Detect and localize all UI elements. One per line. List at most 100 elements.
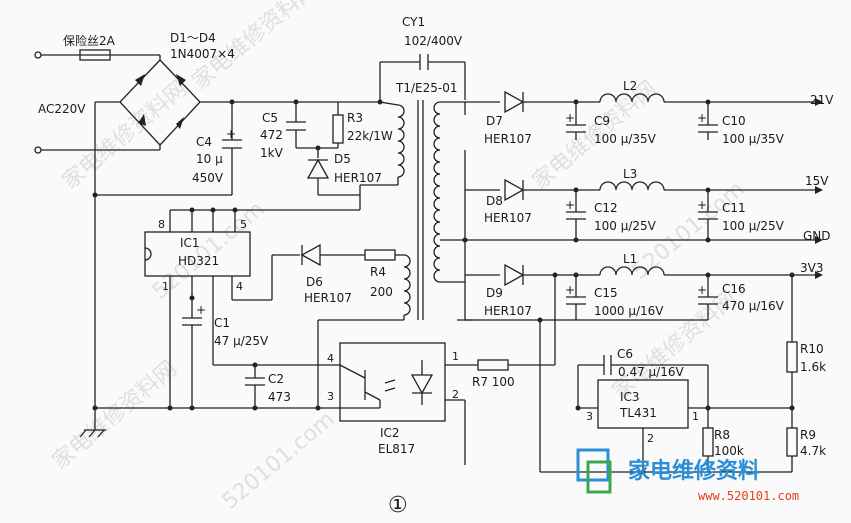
ic1-label: IC1 [180,236,200,250]
r8-label: R8 [714,428,730,442]
ic2-pin4: 4 [327,352,334,365]
r3-label: R3 [347,111,363,125]
ic1-pin8: 8 [158,218,165,231]
c4-value2: 450V [192,171,224,185]
cy1-value: 102/400V [404,34,463,48]
c5-label: C5 [262,111,278,125]
ic2-pin2: 2 [452,388,459,401]
r4-label: R4 [370,265,386,279]
r8-value: 100k [714,444,744,458]
ic1-chip [144,231,251,277]
watermark-url: 520101.com [218,407,340,515]
d8-label: D8 [486,194,503,208]
c11-plus: + [697,198,707,212]
c11-label: C11 [722,201,746,215]
c15-plus: + [565,283,575,297]
c5-value2: 1kV [260,146,284,160]
r7-label: R7 100 [472,375,515,389]
fuse-label: 保险丝2A [63,33,116,48]
c9-value: 100 μ/35V [594,132,657,146]
ic1-section: IC1 HD321 8 5 1 4 D6 HER107 R4 200 [79,207,405,438]
c16-value: 470 μ/16V [722,299,785,313]
r8-resistor [702,427,714,457]
r9-resistor [786,427,798,457]
brand-logo: 家电维修资料 www.520101.com [576,448,799,503]
d7-part: HER107 [484,132,532,146]
c9-plus: + [565,111,575,125]
c12-value: 100 μ/25V [594,219,657,233]
l3-label: L3 [623,167,637,181]
c6-label: C6 [617,347,633,361]
d1d4-label: D1～D4 [170,31,216,45]
c2-label: C2 [268,372,284,386]
r3-value: 22k/1W [347,129,393,143]
c11-value: 100 μ/25V [722,219,785,233]
d6-part: HER107 [304,291,352,305]
r3-resistor [332,114,344,144]
ic3-section: IC3 TL431 3 1 2 C6 0.47 μ/16V R8 100k R1… [540,275,826,475]
c9-label: C9 [594,114,610,128]
ic2-pin3: 3 [327,390,334,403]
c5-value1: 472 [260,128,283,142]
aux-winding [403,254,411,316]
d1d4-part: 1N4007×4 [170,47,235,61]
ic3-pin2: 2 [647,432,654,445]
l1-label: L1 [623,252,637,266]
t1-label: T1/E25-01 [395,81,457,95]
d9-part: HER107 [484,304,532,318]
c10-label: C10 [722,114,746,128]
ic3-label: IC3 [620,390,640,404]
d5-part: HER107 [334,171,382,185]
l3-inductor [599,181,665,191]
brand-url: www.520101.com [698,489,799,503]
ic1-pin1: 1 [162,280,169,293]
ic2-pin1: 1 [452,350,459,363]
l2-inductor [599,93,665,103]
c2-value: 473 [268,390,291,404]
d5-label: D5 [334,152,351,166]
brand-name: 家电维修资料 [628,458,760,484]
r10-resistor [786,341,798,373]
watermark-text: 家电维修资料网 [58,76,192,194]
r10-label: R10 [800,342,824,356]
out-21v-label: 21V [810,93,834,107]
r9-value: 4.7k [800,444,826,458]
ic2-label: IC2 [380,426,400,440]
out-15v-label: 15V [805,174,829,188]
watermark-text: 家电维修资料网 [48,356,182,474]
ic1-pin4: 4 [236,280,243,293]
ic2-led [410,374,434,395]
d5-diode [306,158,330,179]
ic3-pin3: 3 [586,410,593,423]
d8-diode [504,178,525,202]
out-3v3-label: 3V3 [800,261,823,275]
output-3v3: + + D9 HER107 C15 1000 μ/16V L1 C16 470 … [465,252,823,320]
d9-diode [504,263,525,287]
r10-value: 1.6k [800,360,826,374]
secondary-winding [433,101,441,283]
c1-value: 47 μ/25V [214,334,269,348]
ic2-part: EL817 [378,442,415,456]
ic2-section: 4 3 1 2 IC2 EL817 R7 100 [327,275,708,472]
output-21v: + + D7 HER107 C9 100 μ/35V L2 C10 100 μ/… [465,79,834,146]
r4-resistor [364,249,396,261]
c16-label: C16 [722,282,746,296]
gnd-label: GND [803,229,831,243]
c1-label: C1 [214,316,230,330]
ic3-part: TL431 [619,406,657,420]
output-15v: + + D8 HER107 C12 100 μ/25V L3 C11 100 μ… [465,167,829,240]
c15-value: 1000 μ/16V [594,304,664,318]
figure-number: ① [388,493,408,518]
c10-value: 100 μ/35V [722,132,785,146]
d9-label: D9 [486,286,503,300]
c4-label: C4 [196,135,212,149]
d8-part: HER107 [484,211,532,225]
d7-diode [504,90,525,114]
r7-resistor [477,359,509,371]
c1-plus: + [196,303,206,317]
l2-label: L2 [623,79,637,93]
gnd-rail: GND [440,102,831,321]
l1-inductor [599,266,665,276]
c4-value1: 10 μ [196,152,223,166]
primary-winding [397,104,405,178]
